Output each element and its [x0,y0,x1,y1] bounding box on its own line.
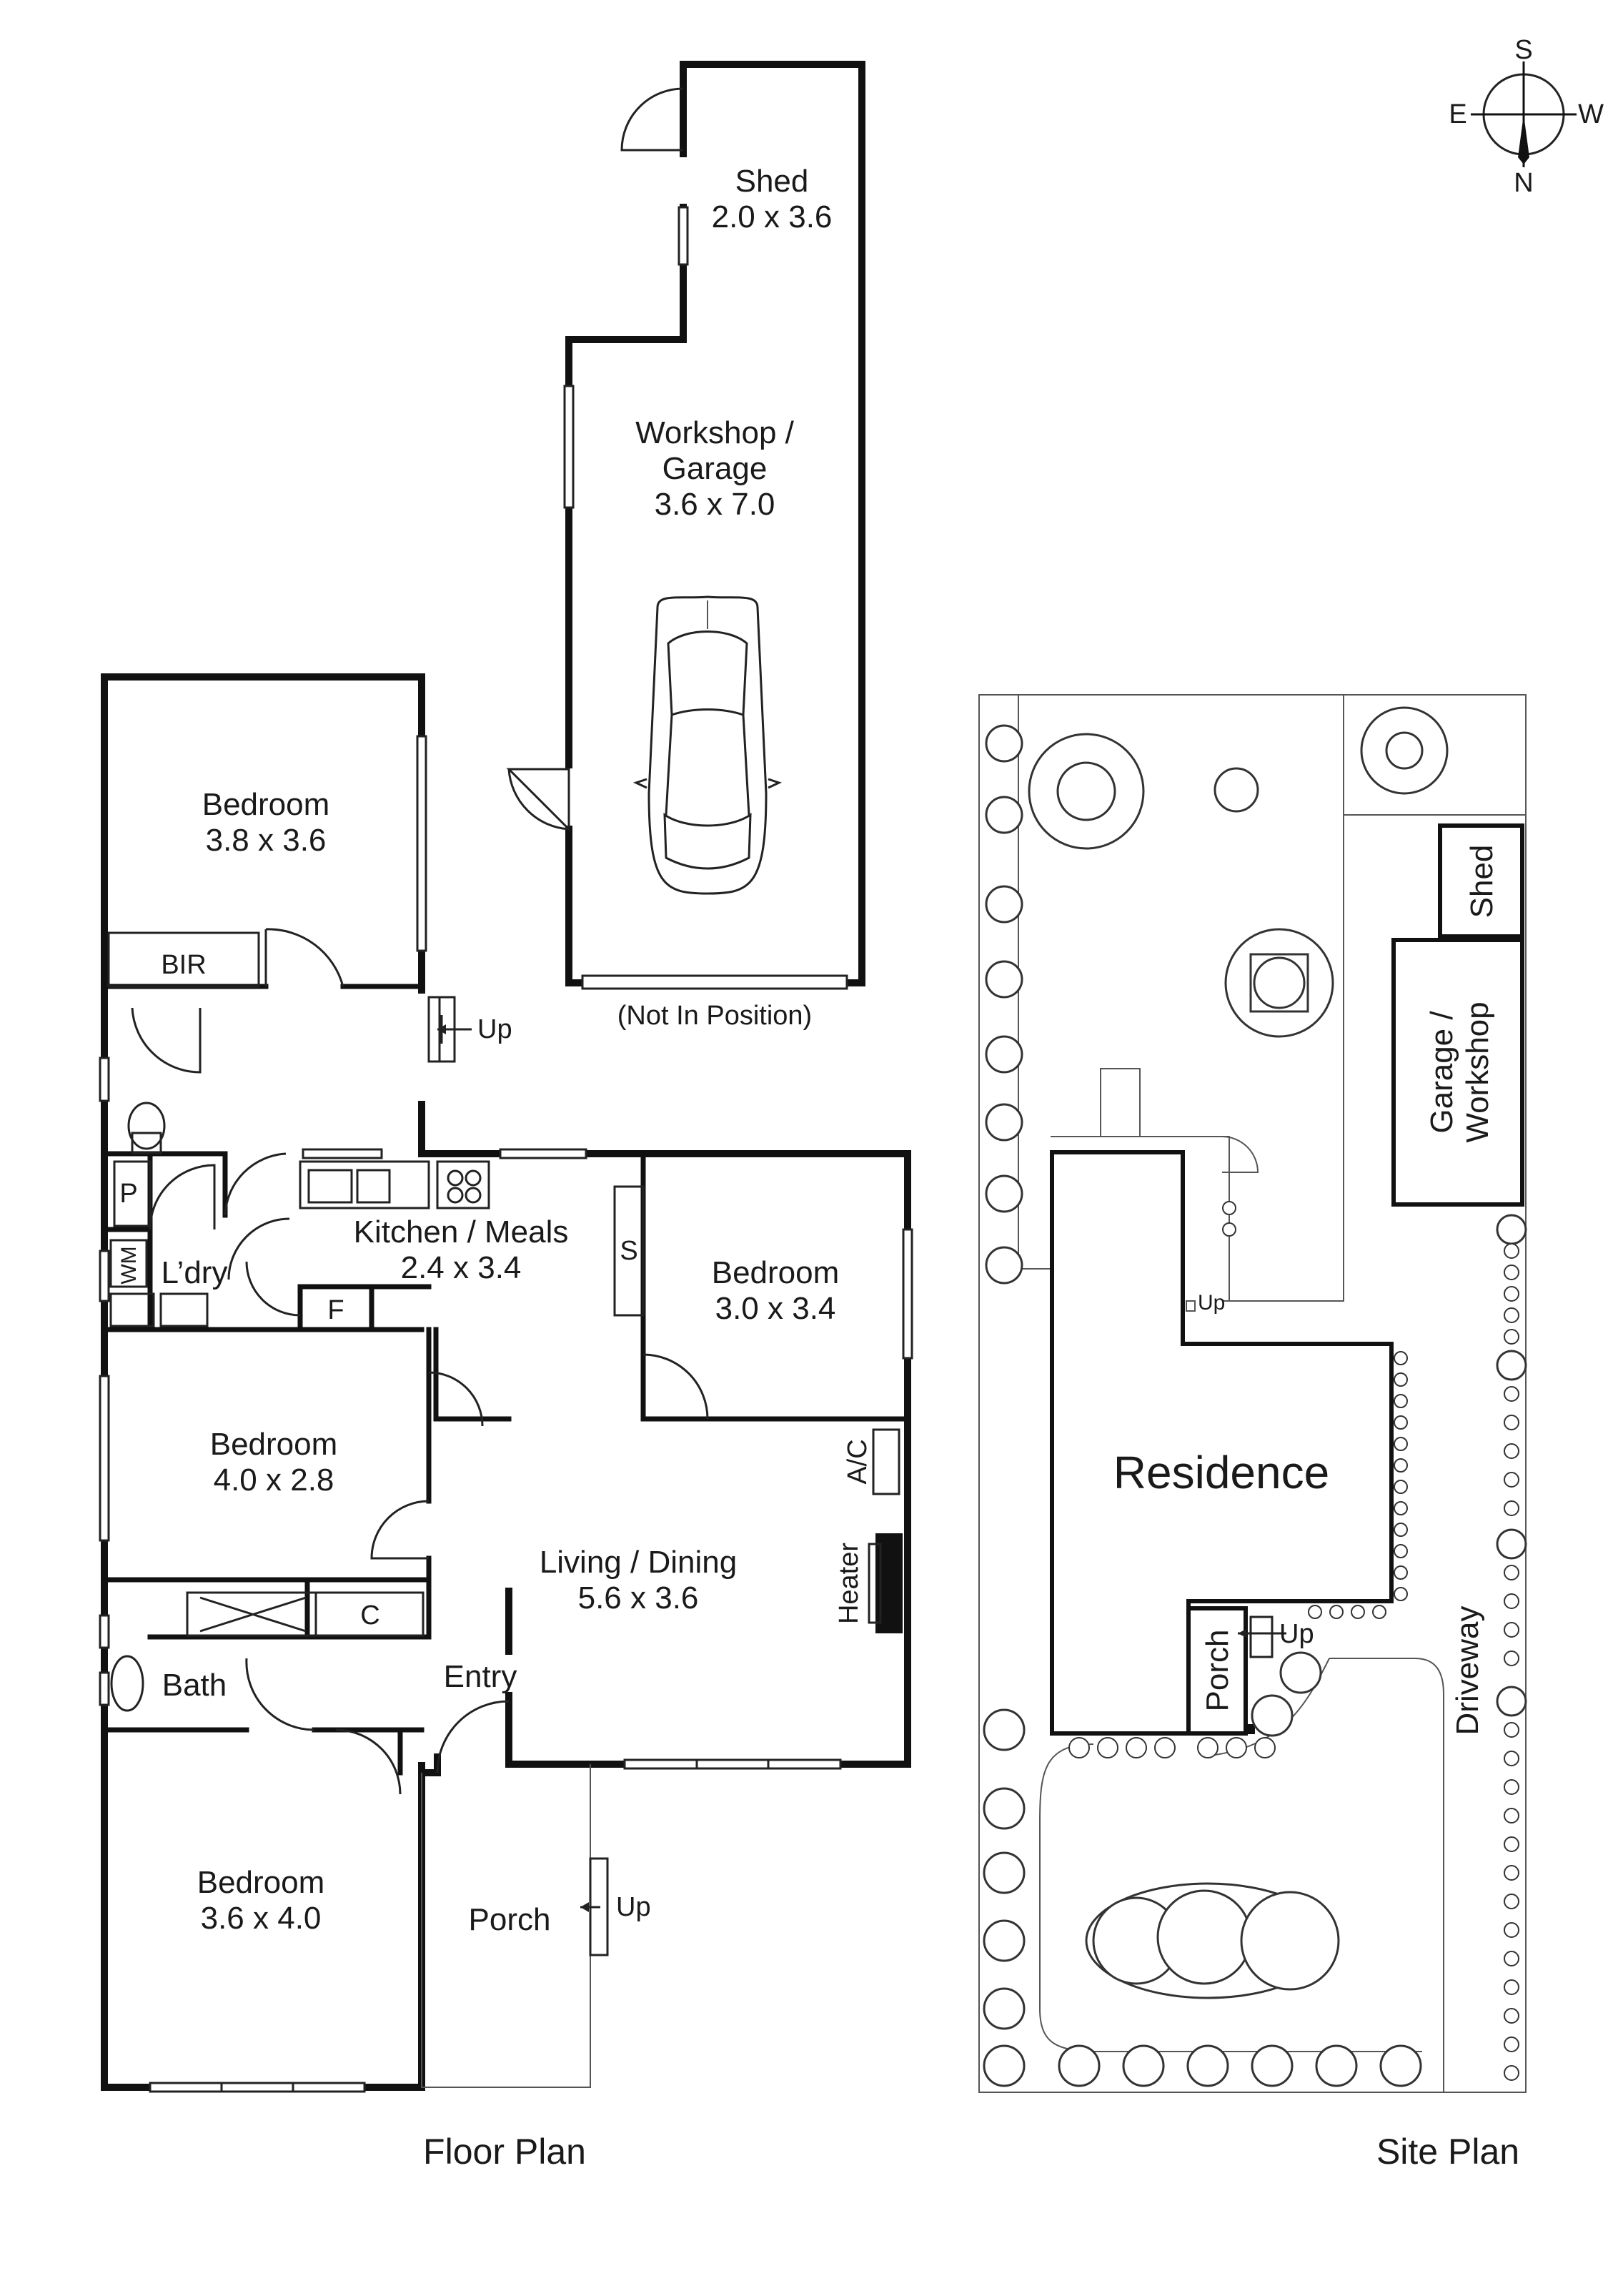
site-up-label-rear: Up [1198,1291,1225,1315]
site-shed-label: Shed [1464,845,1499,919]
not-in-position-note: (Not In Position) [617,1001,812,1031]
residence-label: Residence [1113,1447,1329,1498]
site-shed [1438,823,1524,939]
s-cupboard-label: S [620,1236,637,1266]
heater-label: Heater [834,1543,864,1624]
site-steps [1186,1300,1286,1658]
site-garage [1391,938,1524,1207]
windows [99,735,913,2093]
residence-footprint [1050,1150,1394,1736]
kitchen-size: 2.4 x 3.4 [401,1250,522,1285]
wm-label: WM [117,1246,141,1284]
compass-east: E [1449,99,1466,129]
bedroom3-size: 4.0 x 2.8 [214,1463,334,1498]
living-size: 5.6 x 3.6 [578,1580,699,1615]
kitchen-label: Kitchen / Meals [354,1214,569,1250]
workshop-size: 3.6 x 7.0 [655,487,775,522]
site-garage-label-1: Garage / [1424,1011,1459,1134]
floor-plan-caption: Floor Plan [423,2132,586,2172]
bir-label: BIR [161,950,206,980]
living-label: Living / Dining [540,1545,737,1580]
driveway-label: Driveway [1450,1606,1485,1736]
tree-icons [983,706,1527,2087]
site-plan: Residence Shed Garage / Workshop Porch D… [978,694,1527,2172]
bedroom2-size: 3.0 x 3.4 [715,1291,836,1326]
hedge-shrubs [1068,1201,1519,2081]
compass-rose: S E W N [1449,35,1604,198]
entry-label: Entry [444,1659,517,1694]
fridge-label: F [327,1295,344,1325]
floor-plan: Shed 2.0 x 3.6 Workshop / Garage 3.6 x 7… [99,61,913,2172]
laundry-label: L’dry [162,1255,228,1290]
compass-south: S [1514,35,1532,65]
north-arrow-icon [1518,114,1529,164]
bedroom4-label: Bedroom [197,1865,325,1900]
ac-label: A/C [843,1439,873,1484]
floor-plan-labels: Shed 2.0 x 3.6 Workshop / Garage 3.6 x 7… [117,164,873,2172]
shed-size: 2.0 x 3.6 [712,199,833,234]
porch-outline [421,1764,609,2088]
bath-label: Bath [162,1668,227,1703]
site-boundary [978,694,1527,2093]
shed-structure [620,61,865,343]
workshop-label-2: Garage [662,451,768,486]
workshop-garage-structure [506,336,865,990]
site-porch [1186,1606,1248,1736]
site-plan-caption: Site Plan [1376,2132,1519,2172]
bedroom1-label: Bedroom [202,787,330,822]
site-garage-label-2: Workshop [1460,1001,1495,1142]
compass-north: N [1514,168,1533,198]
site-porch-label: Porch [1200,1630,1235,1712]
compass-west: W [1578,99,1604,129]
workshop-label-1: Workshop / [635,415,794,450]
cupboard-label: C [360,1600,379,1631]
bedroom3-label: Bedroom [210,1427,338,1462]
bedroom2-label: Bedroom [712,1255,840,1290]
bedroom1-size: 3.8 x 3.6 [206,823,327,858]
doors [131,928,709,1795]
up-label-rear: Up [477,1014,512,1044]
pantry-label: P [119,1179,137,1209]
shed-label: Shed [735,164,809,199]
porch-label: Porch [469,1902,551,1937]
car-icon [632,595,783,895]
site-plan-labels: Residence Shed Garage / Workshop Porch D… [1113,845,1519,2172]
fixtures [109,1102,903,1712]
site-up-label-porch: Up [1279,1619,1314,1649]
bedroom4-size: 3.6 x 4.0 [201,1901,322,1936]
steps-rear [427,996,472,1063]
up-label-front: Up [616,1892,651,1922]
